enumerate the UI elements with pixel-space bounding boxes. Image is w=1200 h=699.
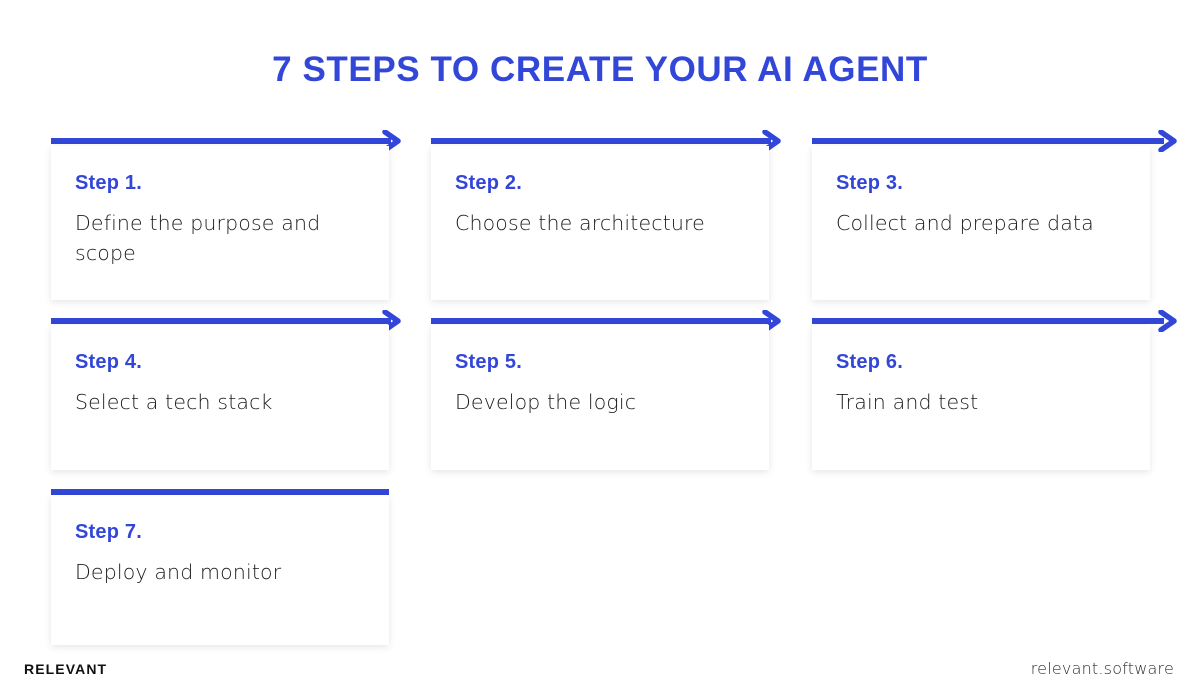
step-card-1[interactable]: Step 1. Define the purpose and scope (51, 146, 389, 300)
step-card-2[interactable]: Step 2. Choose the architecture (431, 146, 769, 300)
step-label: Step 7. (75, 521, 142, 543)
step-description: Define the purpose and scope (75, 211, 321, 266)
connector-line (431, 138, 771, 144)
connector-line (51, 138, 391, 144)
page-title: 7 STEPS TO CREATE YOUR AI AGENT (272, 50, 928, 89)
step-label: Step 2. (455, 172, 522, 194)
step-label: Step 3. (836, 172, 903, 194)
step-label: Step 1. (75, 172, 142, 194)
step-description: Collect and prepare data (836, 211, 1094, 235)
step-description: Develop the logic (455, 390, 637, 414)
connector-line (812, 138, 1164, 144)
step-description: Select a tech stack (75, 390, 273, 414)
step-label: Step 6. (836, 351, 903, 373)
step-card-4[interactable]: Step 4. Select a tech stack (51, 325, 389, 470)
step-card-6[interactable]: Step 6. Train and test (812, 325, 1150, 470)
step-label: Step 4. (75, 351, 142, 373)
step-description: Choose the architecture (455, 211, 705, 235)
step-label: Step 5. (455, 351, 522, 373)
step-card-7[interactable]: Step 7. Deploy and monitor (51, 495, 389, 645)
arrow-right-icon (1158, 130, 1177, 152)
arrow-right-icon (1158, 310, 1177, 332)
website-url: relevant.software (1030, 659, 1174, 678)
step-card-5[interactable]: Step 5. Develop the logic (431, 325, 769, 470)
connector-line (431, 318, 771, 324)
step-description: Train and test (836, 390, 979, 414)
brand-logo: RELEVANT (24, 661, 108, 677)
step-description: Deploy and monitor (75, 560, 282, 584)
step-card-3[interactable]: Step 3. Collect and prepare data (812, 146, 1150, 300)
connector-line (812, 318, 1164, 324)
connector-line (51, 318, 391, 324)
